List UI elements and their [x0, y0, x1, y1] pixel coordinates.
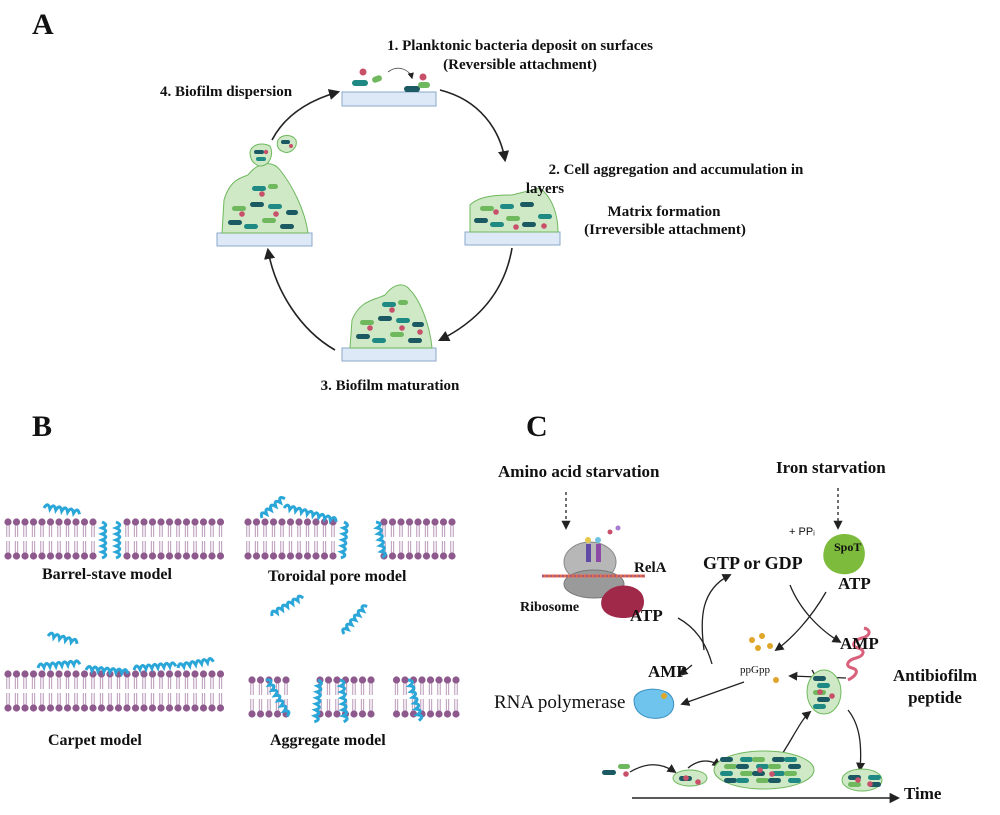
atp-left-label: ATP — [630, 606, 663, 625]
aggregate-top-helix-1 — [270, 594, 305, 617]
panel-label-a: A — [32, 8, 54, 41]
step4-title: 4. Biofilm dispersion — [160, 84, 293, 100]
dispersed-cluster — [841, 768, 883, 792]
antibiofilm-peptide-icon — [846, 626, 871, 682]
ppgpp-label: ppGpp — [740, 664, 770, 676]
arrow-step4-to-1 — [271, 89, 341, 141]
rela-icon — [601, 585, 644, 618]
aggregate-top-helix-2 — [341, 604, 368, 635]
arrow-to-amp-left — [678, 664, 693, 677]
arrow-step2-to-3 — [437, 247, 513, 342]
arrow-growth-1 — [629, 764, 677, 774]
amp-right-label: AMP — [840, 634, 879, 653]
carpet-helix-2 — [84, 665, 130, 678]
arrow-to-amp-right — [789, 584, 842, 643]
gtp-gdp-label: GTP or GDP — [703, 553, 803, 573]
planktonic-cells — [602, 764, 630, 777]
step1-surface — [341, 67, 437, 107]
step2-subtitle: (Irreversible attachment) — [584, 222, 746, 238]
ppi-label: + PPᵢ — [789, 526, 815, 538]
step2-matrix: Matrix formation — [607, 204, 721, 220]
toroidal-free-helix-2 — [282, 503, 338, 525]
carpet-helix-3 — [132, 661, 178, 674]
rna-polymerase-icon — [633, 688, 675, 719]
barrel-helix-2 — [111, 520, 122, 560]
arrow-atp-right-to-ppgpp — [774, 591, 827, 652]
step3-biofilm — [341, 284, 437, 362]
step1-title: 1. Planktonic bacteria deposit on surfac… — [387, 38, 653, 54]
carpet-membrane-lipids — [3, 669, 225, 713]
aggregate-helix-1 — [265, 678, 291, 718]
toroidal-helix-2 — [373, 520, 387, 559]
step2-title: 2. Cell aggregation and accumulation in — [548, 162, 804, 178]
carpet-helix-4 — [176, 657, 215, 671]
panel-label-b: B — [32, 410, 53, 443]
step3-title: 3. Biofilm maturation — [320, 378, 460, 394]
antibiofilm-label: Antibiofilm — [892, 666, 978, 685]
carpet-free-helix — [46, 631, 79, 647]
step4-biofilm — [216, 135, 313, 247]
cycle-arrows — [264, 89, 513, 351]
step2-biofilm — [464, 187, 561, 246]
step1-subtitle: (Reversible attachment) — [443, 57, 597, 73]
spot-label: SpoT — [834, 540, 862, 554]
toroidal-free-helix-1 — [259, 495, 286, 519]
toroidal-helix-1 — [337, 520, 349, 560]
carpet-label: Carpet model — [48, 732, 142, 749]
barrel-free-helix — [42, 503, 81, 518]
spot-icon — [823, 534, 865, 575]
aggregate-label: Aggregate model — [270, 732, 386, 749]
arrow-atp-left-in — [677, 617, 713, 665]
aggregate-helix-3 — [336, 678, 349, 724]
ribosome-icon — [542, 525, 645, 599]
arrow-step3-to-4 — [264, 247, 336, 351]
rela-label: RelA — [634, 560, 667, 576]
arrow-gtp-left — [701, 574, 732, 651]
barrel-stave-label: Barrel-stave model — [42, 566, 172, 583]
time-label: Time — [904, 784, 942, 803]
arrow-step1-to-2 — [439, 89, 510, 163]
arrow-growth-down — [847, 709, 866, 772]
peptide-label: peptide — [908, 688, 962, 707]
ppgpp-dots — [749, 633, 779, 683]
step2-title-cont: layers — [525, 181, 565, 197]
rna-polymerase-label: RNA polymerase — [494, 692, 626, 713]
panel-label-c: C — [526, 410, 548, 443]
toroidal-pore-label: Toroidal pore model — [268, 568, 407, 585]
barrel-stave-membrane-lipids — [3, 517, 225, 561]
ribosome-label: Ribosome — [520, 600, 580, 615]
carpet-helix-1 — [36, 659, 82, 672]
barrel-helix-1 — [97, 520, 108, 560]
top-cluster — [806, 669, 842, 715]
small-cluster — [672, 769, 708, 787]
toroidal-membrane-lipids — [243, 517, 457, 561]
amp-left-label: AMP — [648, 662, 687, 681]
amino-acid-starvation-label: Amino acid starvation — [498, 462, 660, 481]
arrow-ppgpp-to-rnapol — [680, 681, 745, 706]
aggregate-helix-4 — [405, 678, 424, 722]
aggregate-helix-2 — [310, 678, 323, 724]
growing-biofilm — [713, 750, 815, 790]
atp-right-label: ATP — [838, 574, 871, 593]
iron-starvation-label: Iron starvation — [776, 458, 886, 477]
